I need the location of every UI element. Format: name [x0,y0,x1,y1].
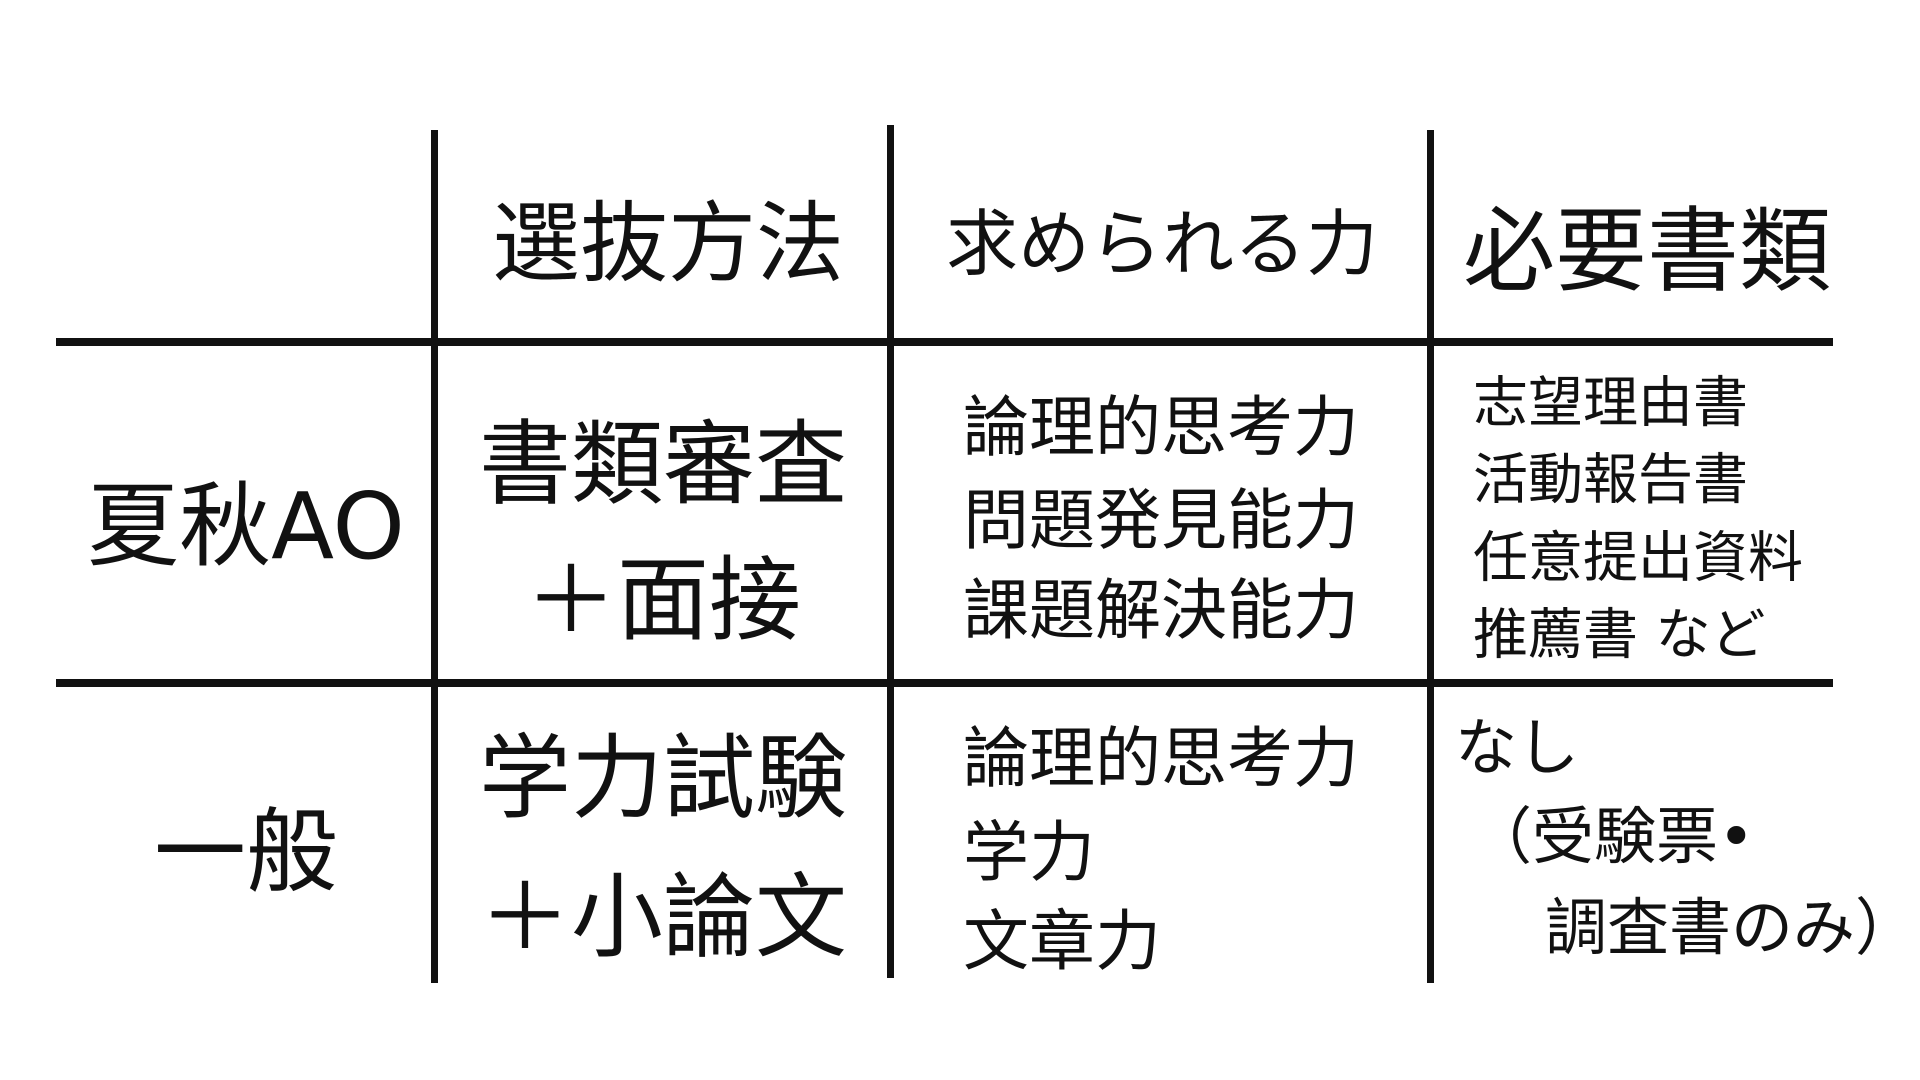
ability-item: 論理的思考力 [963,389,1359,466]
document-item: 推薦書 など [1473,602,1766,667]
method-line: ＋小論文 [478,864,848,971]
ability-item: 学力 [963,814,1095,891]
document-item: 任意提出資料 [1473,525,1804,590]
method-line: ＋面接 [524,547,802,654]
row-label-general: 一般 [153,799,339,906]
document-item: 志望理由書 [1473,370,1749,435]
document-item: なし [1455,711,1580,784]
method-line: 書類審査 [478,411,848,518]
divider-vertical [431,130,438,983]
method-line: 学力試験 [478,725,848,832]
header-ability: 求められる力 [945,202,1379,286]
document-item: 調査書のみ） [1545,891,1918,964]
ability-item: 論理的思考力 [963,720,1359,797]
header-documents: 必要書類 [1462,198,1832,305]
divider-horizontal [56,338,1833,346]
divider-horizontal [56,679,1833,687]
ability-item: 問題発見能力 [963,482,1359,559]
header-method: 選抜方法 [491,192,845,295]
ability-item: 文章力 [963,903,1161,980]
row-label-ao: 夏秋AO [87,473,405,580]
divider-vertical [1427,130,1434,983]
document-item: （受験票• [1470,800,1755,873]
ability-item: 課題解決能力 [963,572,1359,649]
divider-vertical [887,125,894,978]
document-item: 活動報告書 [1473,447,1749,512]
